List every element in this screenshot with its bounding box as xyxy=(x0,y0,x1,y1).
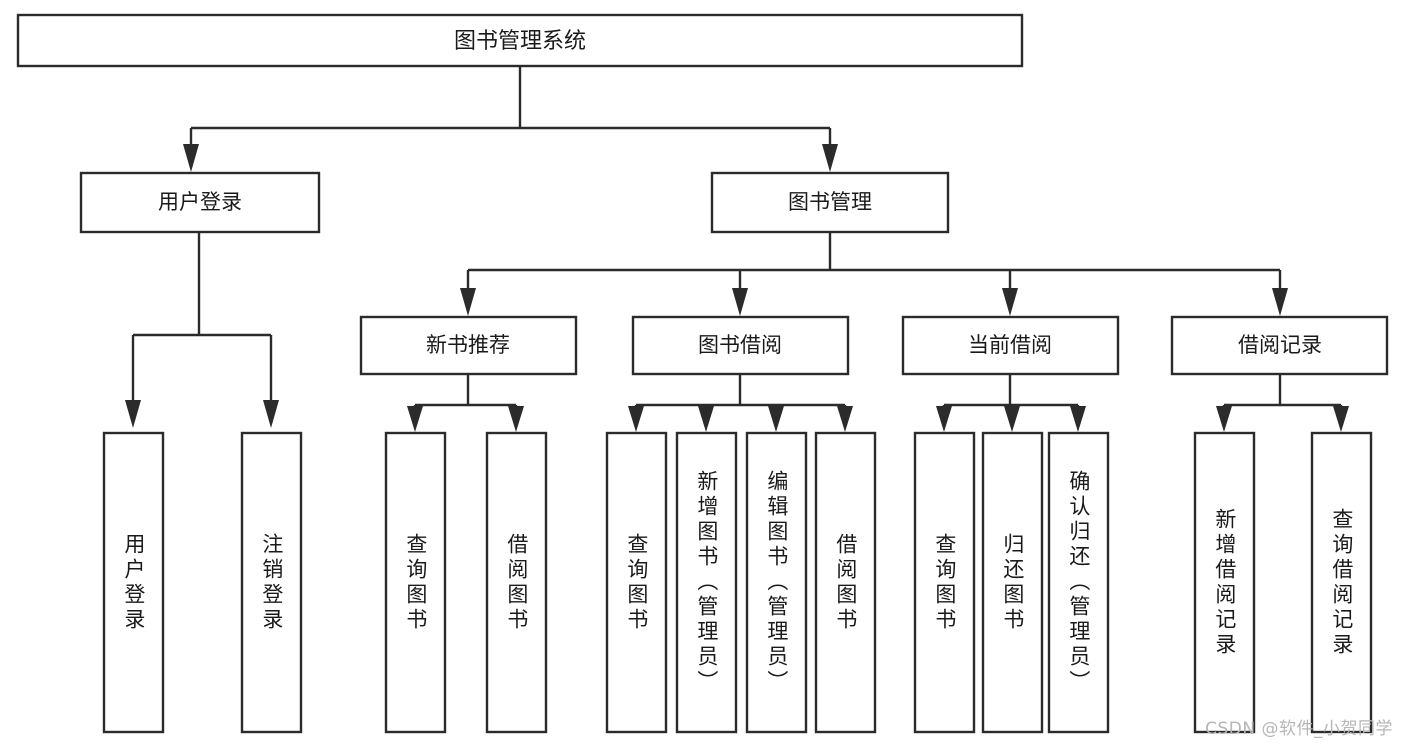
node-box-leaf-confirm-return-admin[interactable] xyxy=(1047,431,1110,734)
arrow-current-leaf-2 xyxy=(1004,406,1020,432)
node-box-leaf-edit-book-admin[interactable] xyxy=(745,431,808,734)
node-box-leaf-query-book-recommend[interactable] xyxy=(384,431,447,734)
arrow-borrow-leaf-4 xyxy=(837,406,853,432)
connector-layer xyxy=(125,66,1349,432)
node-box-leaf-add-borrow-record[interactable] xyxy=(1193,431,1256,734)
node-label-user-login: 用户登录 xyxy=(158,190,242,214)
node-box-user-login[interactable] xyxy=(79,171,321,234)
node-box-root[interactable] xyxy=(16,13,1024,68)
node-box-leaf-logout[interactable] xyxy=(240,431,303,734)
arrow-userlogin-leaf-2 xyxy=(263,400,279,428)
arrow-userlogin-leaf-1 xyxy=(125,400,141,428)
node-box-leaf-add-book-admin[interactable] xyxy=(675,431,738,734)
node-box-book-borrow[interactable] xyxy=(631,315,850,376)
node-box-leaf-user-login[interactable] xyxy=(102,431,165,734)
node-box-leaf-return-book[interactable] xyxy=(981,431,1044,734)
node-box-leaf-borrow-book-recommend[interactable] xyxy=(485,431,548,734)
arrow-to-new-book-recommend xyxy=(460,288,476,316)
arrow-recommend-leaf-1 xyxy=(407,406,423,432)
node-label-root: 图书管理系统 xyxy=(454,29,586,54)
node-label-book-borrow: 图书借阅 xyxy=(698,333,782,357)
node-box-leaf-borrow-book[interactable] xyxy=(814,431,877,734)
node-label-current-borrow: 当前借阅 xyxy=(968,333,1052,357)
arrow-current-leaf-3 xyxy=(1070,406,1086,432)
arrow-borrow-leaf-3 xyxy=(768,406,784,432)
node-box-leaf-query-borrow-record[interactable] xyxy=(1310,431,1373,734)
node-label-borrow-record: 借阅记录 xyxy=(1238,333,1322,357)
node-box-borrow-record[interactable] xyxy=(1170,315,1389,376)
arrow-borrow-leaf-1 xyxy=(628,406,644,432)
csdn-watermark: CSDN @软件_小贺同学 xyxy=(1205,719,1393,739)
node-box-current-borrow[interactable] xyxy=(901,315,1120,376)
arrow-record-leaf-1 xyxy=(1216,406,1232,432)
node-box-leaf-query-book-current[interactable] xyxy=(913,431,976,734)
node-label-new-book-recommend: 新书推荐 xyxy=(426,333,510,357)
arrow-root-to-book-manage xyxy=(822,144,838,172)
arrow-to-book-borrow xyxy=(732,288,748,316)
arrow-borrow-leaf-2 xyxy=(698,406,714,432)
node-box-leaf-query-book-borrow[interactable] xyxy=(605,431,668,734)
node-box-book-manage[interactable] xyxy=(710,171,950,234)
arrow-record-leaf-2 xyxy=(1333,406,1349,432)
node-box-new-book-recommend[interactable] xyxy=(359,315,578,376)
arrow-recommend-leaf-2 xyxy=(508,406,524,432)
arrow-current-leaf-1 xyxy=(936,406,952,432)
node-layer: 图书管理系统 用户登录 图书管理 新书推荐 图书借阅 当前借阅 借阅记录 xyxy=(16,13,1389,734)
arrow-to-borrow-record xyxy=(1272,288,1288,316)
node-label-book-manage: 图书管理 xyxy=(788,190,872,214)
arrow-to-current-borrow xyxy=(1002,288,1018,316)
arrow-root-to-user-login xyxy=(183,144,199,172)
